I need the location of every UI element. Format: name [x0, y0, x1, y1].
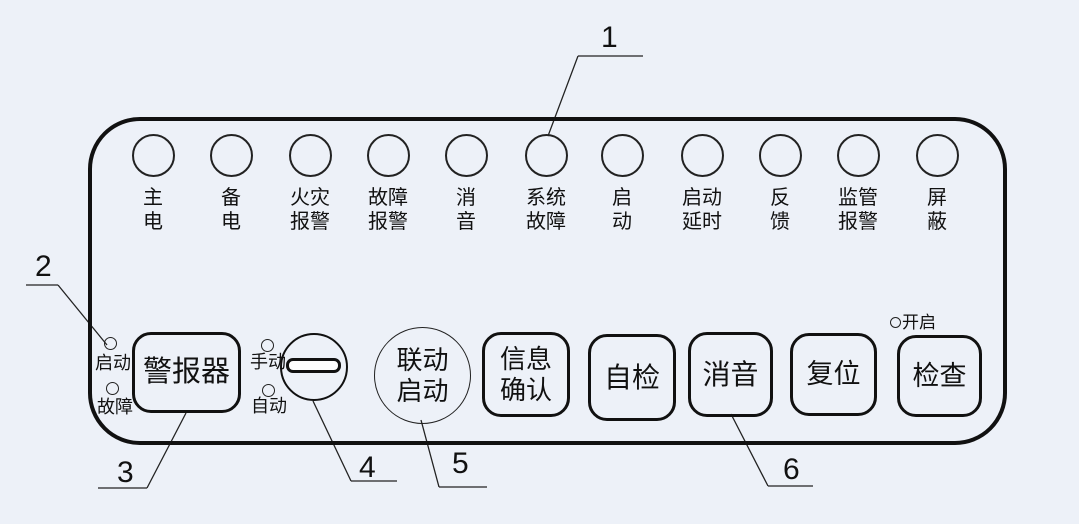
- feedback-label: 反 馈: [770, 187, 790, 233]
- indicator-shield: 屏 蔽: [898, 134, 976, 234]
- linkage-start-button[interactable]: 联动 启动: [374, 327, 471, 424]
- mute-lamp-label: 消 音: [456, 187, 476, 233]
- manual-mode-label: 手动: [250, 352, 286, 372]
- check-button[interactable]: 检查: [897, 335, 982, 417]
- indicator-mute: 消 音: [427, 134, 505, 234]
- auto-mode-label: 自动: [251, 396, 287, 416]
- info-confirm-button[interactable]: 信息 确认: [482, 332, 570, 417]
- supervisory-alarm-label: 监管 报警: [838, 187, 878, 233]
- indicator-fire-alarm: 火灾 报警: [271, 134, 349, 234]
- backup-power-lamp-icon: [209, 134, 253, 177]
- system-fault-lamp-icon: [524, 134, 568, 177]
- indicator-start: 启 动: [583, 134, 661, 234]
- indicator-backup-power: 备 电: [192, 134, 270, 234]
- callout-number-6: 6: [783, 453, 800, 486]
- feedback-lamp-icon: [758, 134, 802, 177]
- auto-mode-led-icon: [262, 384, 275, 397]
- supervisory-alarm-lamp-icon: [836, 134, 880, 177]
- manual-mode-led-icon: [261, 339, 274, 352]
- fault-alarm-lamp-icon: [366, 134, 410, 177]
- callout-number-4: 4: [359, 451, 376, 484]
- callout-number-1: 1: [601, 21, 618, 54]
- siren-fault-led-label: 故障: [97, 397, 133, 417]
- shield-lamp-icon: [915, 134, 959, 177]
- control-panel-outline: [88, 117, 1007, 445]
- indicator-fault-alarm: 故障 报警: [349, 134, 427, 234]
- indicator-supervisory-alarm: 监管 报警: [819, 134, 897, 234]
- indicator-system-fault: 系统 故障: [507, 134, 585, 234]
- reset-button[interactable]: 复位: [790, 333, 877, 416]
- siren-button[interactable]: 警报器: [132, 332, 241, 413]
- check-open-led-label: 开启: [902, 313, 936, 332]
- indicator-start-delay: 启动 延时: [663, 134, 741, 234]
- callout-number-2: 2: [35, 250, 52, 283]
- mute-lamp-icon: [444, 134, 488, 177]
- backup-power-label: 备 电: [221, 187, 241, 233]
- indicator-feedback: 反 馈: [741, 134, 819, 234]
- callout-number-5: 5: [452, 447, 469, 480]
- indicator-main-power: 主 电: [114, 134, 192, 234]
- system-fault-label: 系统 故障: [526, 187, 566, 233]
- manual-auto-key-switch[interactable]: [280, 333, 348, 401]
- start-delay-lamp-icon: [680, 134, 724, 177]
- siren-fault-led-icon: [106, 382, 119, 395]
- start-delay-label: 启动 延时: [682, 187, 722, 233]
- mute-button[interactable]: 消音: [688, 332, 773, 417]
- shield-label: 屏 蔽: [927, 187, 947, 233]
- main-power-lamp-icon: [131, 134, 175, 177]
- fault-alarm-label: 故障 报警: [368, 187, 408, 233]
- siren-start-led-icon: [104, 337, 117, 350]
- self-test-button[interactable]: 自检: [588, 334, 676, 421]
- main-power-label: 主 电: [143, 187, 163, 233]
- fire-alarm-lamp-icon: [288, 134, 332, 177]
- start-lamp-label: 启 动: [612, 187, 632, 233]
- check-open-led-icon: [890, 317, 901, 328]
- fire-alarm-label: 火灾 报警: [290, 187, 330, 233]
- siren-start-led-label: 启动: [95, 353, 131, 373]
- start-lamp-icon: [600, 134, 644, 177]
- callout-number-3: 3: [117, 456, 134, 489]
- key-slot-icon: [286, 358, 341, 373]
